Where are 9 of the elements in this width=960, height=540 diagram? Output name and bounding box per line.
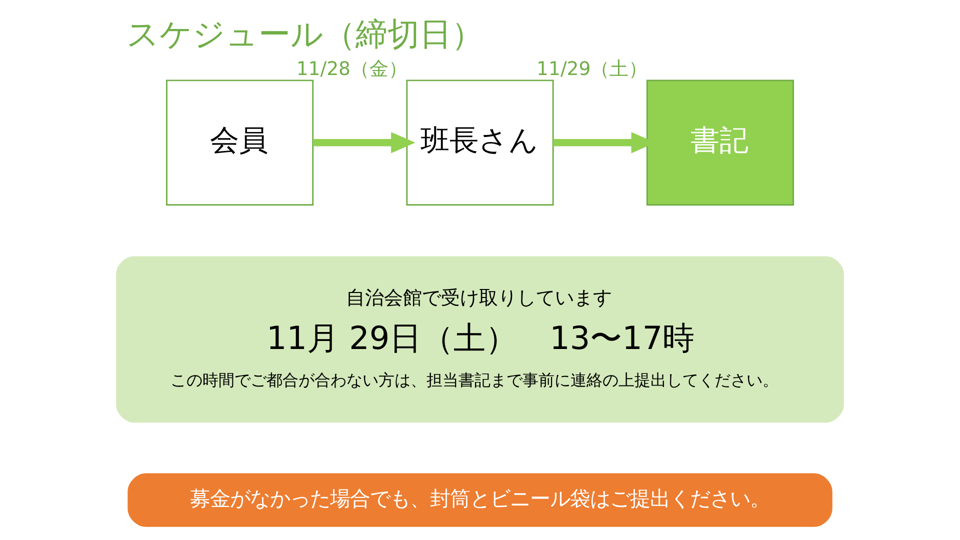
node-box: 書記 [646, 80, 794, 206]
diagram-title: スケジュール（締切日） [126, 15, 484, 54]
node-box: 募金がなかった場合でも、封筒とビニール袋はご提出ください。 [128, 473, 832, 527]
node-box: 自治会館で受け取りしています 11月 29日（土） 13〜17時 この時間でご都合が合わない方は、担当書記まで事前に連絡の上提出してください。 [116, 256, 844, 423]
node-box: 会員 [166, 80, 314, 206]
node-label: 11/28（金） [296, 59, 408, 80]
node-label: 11/29（土） [536, 59, 648, 80]
node-box: 班長さん [406, 80, 554, 206]
arrow [312, 132, 416, 154]
